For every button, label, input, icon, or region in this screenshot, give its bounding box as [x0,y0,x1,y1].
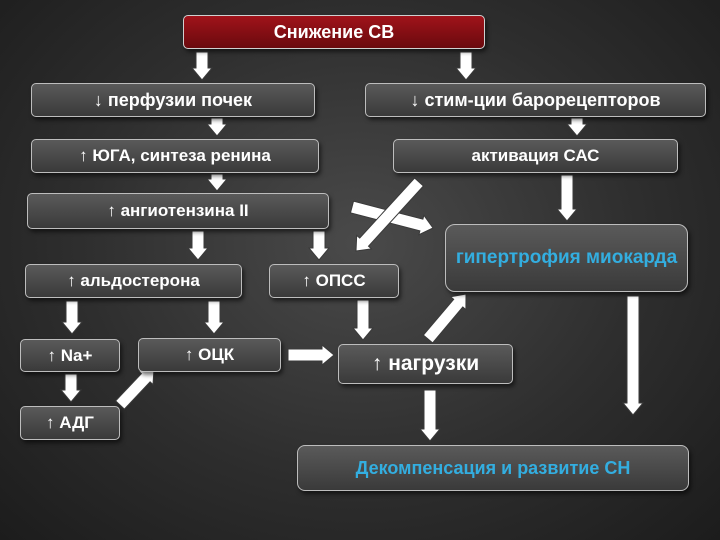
arrow-adh-to-ocv [114,368,155,410]
arrow-sodium-to-adh [59,373,83,403]
arrow-hypertrophy-to-decompensation [621,295,645,416]
arrow-angiotensin-to-opss [307,230,331,261]
arrow-perfusion-to-jga [205,117,229,137]
decompensation-box: Декомпенсация и развитие СН [297,445,689,491]
arrow-opss-to-load [351,299,375,341]
arrow-aldosterone-to-ocv [202,300,226,335]
adh-box: ↑ АДГ [20,406,120,440]
baroreceptors-box: ↓ стим-ции барорецепторов [365,83,706,117]
arrow-jga-to-angiotensin [205,173,229,192]
opss-box: ↑ ОПСС [269,264,399,298]
hypertrophy-box: гипертрофия миокарда [445,224,688,292]
arrow-title-to-baroreceptors [454,51,478,81]
ocv-box: ↑ ОЦК [138,338,281,372]
aldosterone-box: ↑ альдостерона [25,264,242,298]
arrow-sas-to-hypertrophy [555,174,579,222]
sodium-box: ↑ Na+ [20,339,120,372]
arrow-load-to-hypertrophy [422,293,467,344]
jga-renin-box: ↑ ЮГА, синтеза ренина [31,139,319,173]
angiotensin-box: ↑ ангиотензина II [27,193,329,229]
arrow-ocv-to-load [287,343,335,367]
load-box: ↑ нагрузки [338,344,513,384]
arrow-baroreceptors-to-sas [565,117,589,137]
arrow-sas-to-opss-diagonal [355,177,425,252]
sas-activation-box: активация САС [393,139,678,173]
arrow-aldosterone-to-sodium [60,300,84,335]
title-box: Снижение СВ [183,15,485,49]
renal-perfusion-box: ↓ перфузии почек [31,83,315,117]
arrow-load-to-decompensation [418,389,442,442]
arrow-angiotensin-to-aldosterone [186,230,210,261]
arrow-title-to-perfusion [190,51,214,81]
